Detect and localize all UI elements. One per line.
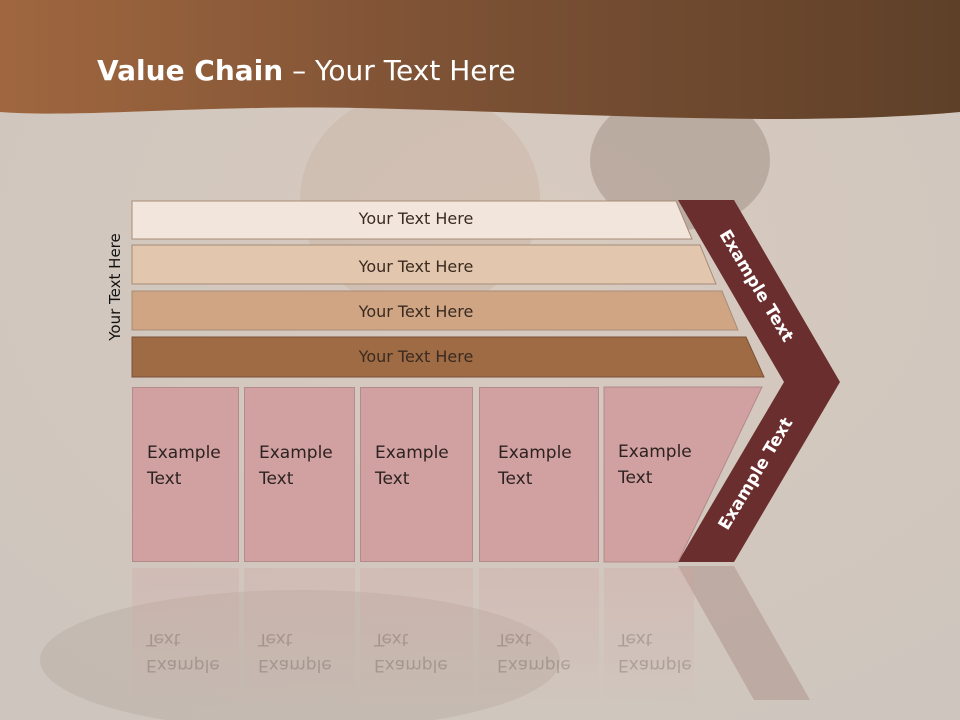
support-bar-1 [131,200,693,240]
primary-box-4-line1: Example [498,443,572,463]
title-rest: – Your Text Here [283,54,516,87]
title-bold: Value Chain [97,54,284,87]
primary-box-2-line2: Text [259,469,294,489]
primary-box-1-line1: Example [147,443,221,463]
primary-box-3-text: Example Text [375,440,449,492]
support-bar-4 [131,336,765,378]
primary-box-5-line2: Text [618,468,653,488]
primary-box-4-text: Example Text [498,440,572,492]
primary-box-3-line2: Text [375,469,410,489]
primary-box-2: Example Text [244,387,355,562]
support-bar-2 [131,244,717,285]
primary-box-4-line2: Text [498,469,533,489]
support-bar-3-label: Your Text Here [358,302,474,321]
margin-chevron-reflection [678,566,810,700]
primary-box-5-line1: Example [618,442,692,462]
primary-box-1-line2: Text [147,469,182,489]
primary-box-3: Example Text [360,387,473,562]
primary-box-2-line1: Example [259,443,333,463]
support-bar-3 [131,290,739,331]
header-band [0,0,960,119]
primary-box-5-text: Example Text [618,439,692,491]
primary-box-1: Example Text [132,387,239,562]
slide-title: Value Chain – Your Text Here [97,54,516,87]
primary-box-2-text: Example Text [259,440,333,492]
support-bar-2-label: Your Text Here [358,257,474,276]
primary-box-4: Example Text [479,387,599,562]
primary-box-1-text: Example Text [147,440,221,492]
primary-box-3-line1: Example [375,443,449,463]
support-bar-1-label: Your Text Here [358,209,474,228]
support-bar-4-label: Your Text Here [358,347,474,366]
